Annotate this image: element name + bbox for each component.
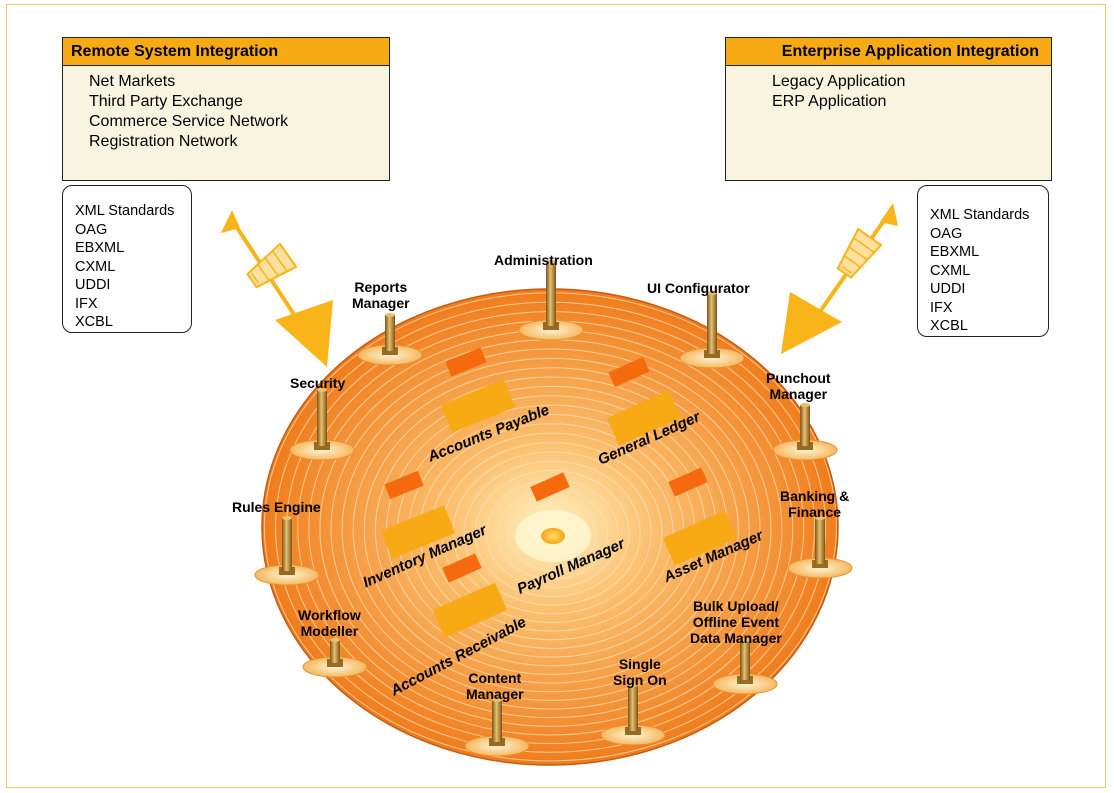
list-item: Commerce Service Network [89,113,289,130]
disc-ring [508,498,598,572]
module-tile [608,356,650,388]
standard-item: EBXML [75,240,125,256]
module-pillar [712,638,778,695]
module-tile [530,472,570,502]
module-pillar [357,313,423,366]
disc-rings [263,292,837,762]
module-pillars [254,260,853,757]
label-line: Manager [466,686,524,702]
module-tile [445,347,487,377]
banking-finance-label: Banking & Finance [780,488,849,520]
bulk-upload-label: Bulk Upload/ Offline Event Data Manager [690,598,782,646]
standard-item: UDDI [930,281,966,297]
standard-item: CXML [75,258,116,275]
module-pillar [518,260,584,341]
panel-title: Enterprise Application Integration [726,38,1051,66]
left-connector-arrow [221,210,333,367]
content-manager-label: Content Manager [466,670,524,702]
standard-item: UDDI [75,277,111,293]
list-item: Net Markets [89,73,176,90]
enterprise-application-list: Legacy Application ERP Application [726,66,1051,112]
rules-engine-label: Rules Engine [232,499,321,515]
module-tile [380,505,456,559]
module-tile [432,582,508,638]
standard-item: OAG [75,221,108,238]
right-connector-arrow [781,203,898,354]
module-pillar [254,516,320,586]
disc-ring [341,357,761,701]
standard-item: IFX [930,299,953,316]
label-line: Data Manager [690,630,782,646]
xml-standards-box-left: XML Standards OAG EBXML CXML UDDI IFX XC… [62,185,192,333]
label-line: Punchout [766,370,831,386]
disc-ring [463,460,641,606]
core-node [541,528,565,544]
standard-item: CXML [930,262,971,279]
label-line: Workflow [298,607,361,623]
label-line: Offline Event [692,614,780,630]
module-pillar [772,403,838,461]
standard-item: XCBL [75,314,113,330]
standard-item: EBXML [930,244,980,260]
punchout-manager-label: Punchout Manager [766,370,831,402]
disc-ring [352,367,750,693]
standard-item: XML Standards [930,207,1030,223]
module-tile [668,467,708,497]
list-item: Registration Network [89,133,238,150]
standard-item: IFX [75,295,98,312]
label-line: Bulk Upload/ [693,598,779,614]
remote-system-integration-panel: Remote System Integration Net Markets Th… [62,37,390,181]
label-line: Content [468,670,522,686]
module-pillar [302,638,368,678]
module-tile [662,510,738,566]
panel-title: Remote System Integration [63,38,389,66]
remote-system-list: Net Markets Third Party Exchange Commerc… [63,66,389,152]
module-pillar [600,683,666,746]
label-line: Finance [788,504,842,520]
administration-label: Administration [494,252,593,268]
label-line: Sign On [613,672,667,688]
list-item: Third Party Exchange [89,93,243,110]
workflow-modeller-label: Workflow Modeller [298,607,361,639]
standard-item: XML Standards [75,203,175,219]
module-pillar [679,291,745,369]
module-tile [384,470,424,500]
label-line: Banking & [780,488,850,504]
standard-item: XCBL [930,318,968,334]
enterprise-application-integration-panel: Enterprise Application Integration Legac… [725,37,1052,181]
module-tile [606,390,682,446]
label-line: Single [618,656,661,672]
module-tile [440,379,516,433]
label-line: Modeller [300,623,359,639]
disc-ring [474,470,630,598]
module-tile [442,553,482,583]
label-line: Reports [354,279,408,295]
module-pillar [464,698,530,757]
label-line: Manager [769,386,828,402]
module-pillar [289,388,355,461]
xml-standards-box-right: XML Standards OAG EBXML CXML UDDI IFX XC… [917,185,1049,337]
list-item: ERP Application [772,93,887,110]
diagram-frame [6,4,1106,788]
reports-manager-label: Reports Manager [352,279,410,311]
disc-ring [330,348,772,710]
inner-tiles [380,347,738,638]
module-pillar [787,516,853,579]
standard-item: OAG [930,225,963,242]
single-sign-on-label: Single Sign On [613,656,667,688]
list-item: Legacy Application [772,73,906,90]
security-label: Security [290,375,346,391]
ui-configurator-label: UI Configurator [647,280,750,296]
disc-ring [363,376,739,684]
label-line: Manager [352,295,410,311]
